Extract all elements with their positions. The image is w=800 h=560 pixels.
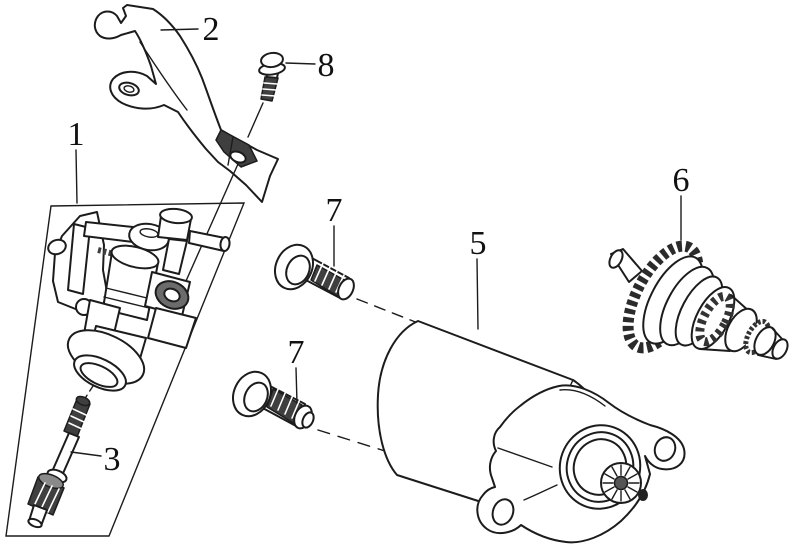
part-drive-gear bbox=[608, 240, 789, 360]
part-bracket bbox=[93, 4, 279, 203]
bracket-foot-boss bbox=[215, 129, 258, 168]
bracket-tab-hole bbox=[118, 81, 140, 97]
callout-labels: 1 2 3 5 6 7 7 8 bbox=[68, 11, 690, 478]
flange-bolt-hole bbox=[638, 489, 648, 501]
flange-ear-hole-upper bbox=[653, 436, 677, 462]
callout-5: 5 bbox=[470, 225, 487, 262]
callout-7-upper: 7 bbox=[326, 192, 343, 229]
bolt-axis-line bbox=[181, 102, 264, 291]
callout-8: 8 bbox=[318, 47, 335, 84]
callout-7-lower: 7 bbox=[288, 334, 305, 371]
callout-2: 2 bbox=[203, 11, 220, 48]
callout-leader-lines bbox=[70, 28, 682, 457]
flange-ear-hole-lower bbox=[491, 498, 515, 526]
assembly-boundary-outline bbox=[5, 202, 246, 537]
callout-3: 3 bbox=[104, 441, 121, 478]
clutch-rollers bbox=[695, 291, 735, 347]
part-pump-assembly bbox=[47, 207, 231, 392]
part-bolt-lower bbox=[232, 370, 488, 484]
part-shaft-gear bbox=[27, 395, 91, 529]
part-bolt-small bbox=[258, 51, 286, 102]
callout-6: 6 bbox=[673, 162, 690, 199]
part-starter-motor bbox=[376, 320, 686, 544]
part-bolt-upper bbox=[274, 243, 419, 324]
callout-1: 1 bbox=[68, 116, 85, 153]
